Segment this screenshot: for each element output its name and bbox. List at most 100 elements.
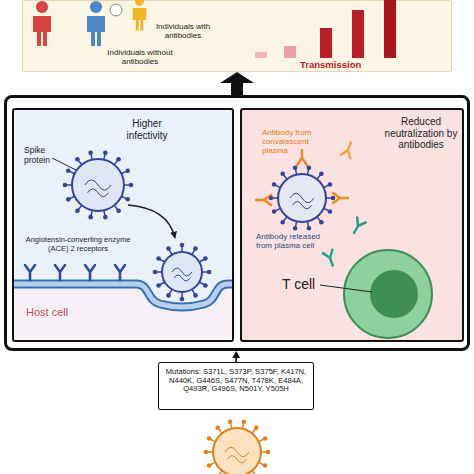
spike [275,185,280,188]
spike-head [193,246,198,251]
spike-head [125,168,130,173]
spike [192,289,195,294]
spike-head [215,425,220,430]
spike-head [116,157,121,162]
node-label: Reduced neutralization by antibodies [382,116,460,151]
virus [63,151,134,220]
bar [255,52,267,58]
spike-head [75,157,80,162]
virus-illustrations [63,151,336,474]
spike-head [75,209,80,214]
antibody-shape [350,217,366,235]
spike-head [269,196,274,201]
virus-rna [290,193,314,209]
virus-rna [172,268,192,281]
spike [295,221,296,227]
spike [66,184,72,186]
person-figure [87,1,105,46]
spike [317,175,321,180]
spike-head [280,171,285,176]
spike-head [207,436,212,441]
virus-rna [85,180,111,197]
spike [324,208,329,211]
spike [104,210,105,216]
spike-head [88,215,93,220]
spike-head [328,209,333,214]
spike [272,197,278,199]
spike [252,429,256,434]
spike [169,289,172,294]
node-label: Individuals without antibodies [98,48,182,66]
spike [69,171,74,174]
spike [275,208,280,211]
spike-head [307,226,312,231]
flow-arrow [220,72,254,95]
virus [204,419,271,474]
spike-head [203,256,208,261]
leader-line [52,158,76,170]
mutations-box: Mutations: S371L, S373P, S375F, K417N, N… [158,362,314,410]
spike [230,423,231,429]
spike [121,196,126,199]
antibody [341,141,356,159]
receptor [55,265,65,280]
spike [124,184,130,186]
spike-head [319,220,324,225]
spike-head [293,226,298,231]
node-label: Transmission [300,60,361,71]
bar [284,46,296,58]
neutralization-panel: Reduced neutralization by antibodiesAnti… [240,108,464,342]
virus-icon [110,4,122,16]
spike-head [204,450,209,455]
cell-membrane [344,250,432,338]
spike-head [129,183,134,188]
infectivity-panel: Higher infectivitySpike proteinAngiotens… [12,108,234,342]
person-body [87,16,105,46]
cell-outline [342,248,434,340]
spike-head [307,165,312,170]
flow-arrow [232,351,240,362]
t-cell-circle: T cell [342,248,434,340]
spike-head [116,209,121,214]
antibody-shape [323,250,338,268]
bar-chart [255,0,396,58]
spike-head [207,463,212,468]
antibody [333,193,348,203]
antibody [350,217,366,235]
antibody-shape [297,150,307,165]
spike [259,462,264,465]
virus-envelope [278,174,326,222]
spike-head [263,436,268,441]
bar [352,10,364,58]
node-label: Antibody released from plasma cell [256,232,336,250]
spike [261,451,267,453]
person-head [90,1,102,13]
spike [199,259,204,262]
spike [259,439,264,442]
antibody-shape [333,193,348,203]
spike-head [103,215,108,220]
node-label: T cell [282,276,315,292]
spike-head [328,182,333,187]
person-body [33,16,51,46]
spike-head [180,243,185,248]
spike [156,271,162,273]
spike [242,423,243,429]
spike-head [156,256,161,261]
effects-frame: Higher infectivitySpike proteinAngiotens… [4,95,470,351]
spike [78,160,82,165]
spike [159,259,164,262]
node-label: Antibody from convalescent plasma [262,128,328,156]
spike-head [331,196,336,201]
spike-head [319,171,324,176]
spike [252,471,256,474]
spike [210,462,215,465]
cell-nucleus [370,270,418,318]
spike [218,471,222,474]
antibody [256,195,271,205]
person-figure [33,1,51,46]
spike [114,160,118,165]
virus-envelope [72,159,124,211]
antibody [323,250,338,268]
